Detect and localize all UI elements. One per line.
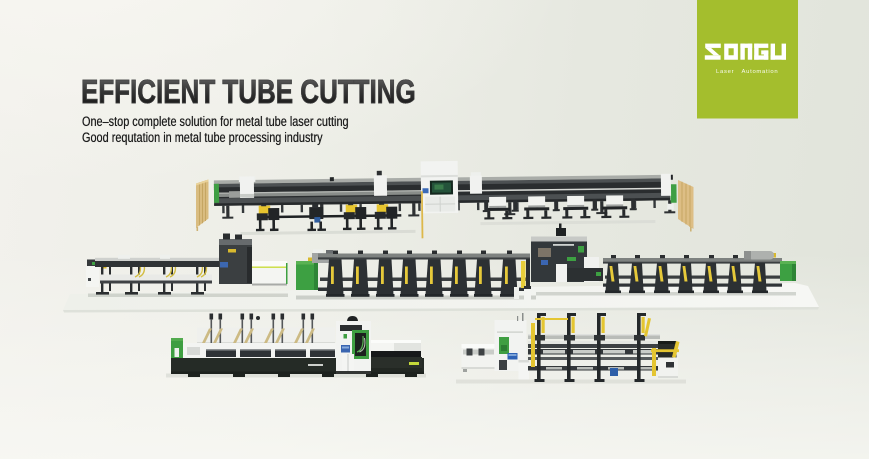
svg-text:Automation: Automation bbox=[742, 69, 779, 75]
svg-text:Laser: Laser bbox=[716, 69, 734, 75]
